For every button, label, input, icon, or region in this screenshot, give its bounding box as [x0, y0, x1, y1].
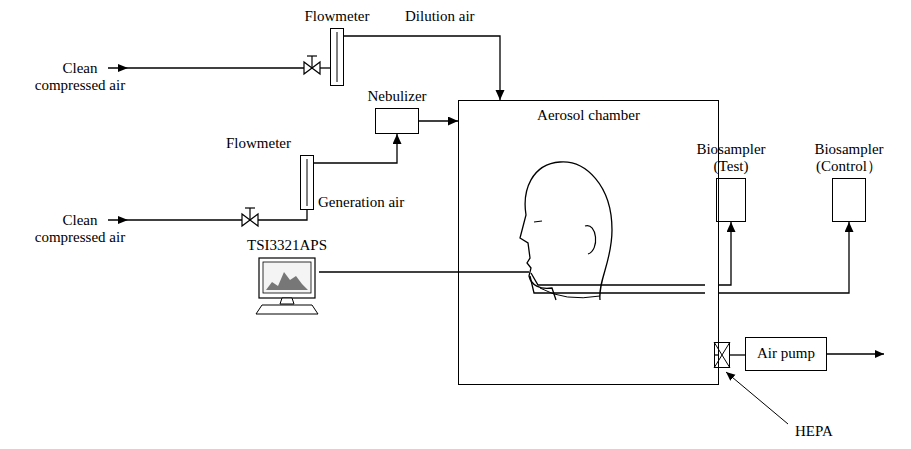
computer-screen — [263, 262, 311, 293]
head-profile — [520, 162, 612, 300]
node-label: HEPA — [795, 423, 833, 440]
biosampler: Biosampler (Control） — [832, 178, 866, 222]
exhaust-arrow — [827, 353, 884, 354]
nebulizer: Nebulizer — [375, 108, 419, 134]
air-pipe — [320, 67, 330, 68]
flowmeter-tube — [307, 159, 308, 206]
valve-stem — [311, 56, 312, 68]
air-pipe — [319, 271, 458, 272]
valve-stem — [249, 208, 250, 220]
flow-arrow — [118, 216, 128, 224]
ear — [585, 226, 596, 254]
leader-arrow — [726, 372, 788, 424]
hepa-filter: HEPA — [714, 342, 730, 368]
air-pipe — [419, 120, 458, 121]
flowmeter: Flowmeter — [330, 28, 344, 86]
node-label: Biosampler (Control） — [806, 141, 892, 176]
eye — [534, 221, 542, 222]
node-label: Flowmeter — [305, 8, 370, 25]
node-label: Air pump — [757, 345, 815, 362]
sampling-tube — [531, 273, 705, 285]
valve-handle — [307, 55, 317, 56]
keyboard — [256, 305, 318, 314]
screen-chart — [266, 272, 308, 290]
node-label: TSI3321APS — [247, 237, 327, 254]
air-pipe — [258, 210, 307, 220]
node-label: Biosampler (Test) — [688, 141, 774, 176]
filter-cross — [714, 342, 730, 368]
air-pump: Air pump — [745, 337, 827, 371]
air-pipe — [108, 67, 304, 68]
air-pipe — [719, 222, 731, 285]
filter-cross — [714, 342, 730, 368]
monitor-stand — [280, 298, 294, 304]
sampling-tube — [458, 271, 529, 272]
pipe-label: Dilution air — [405, 8, 475, 25]
computer-monitor — [259, 258, 315, 298]
inlet-label: Clean compressed air — [30, 212, 130, 247]
node-label: Aerosol chamber — [459, 101, 718, 124]
analyzer-computer: TSI3321APS — [255, 258, 319, 314]
air-pipe — [730, 354, 745, 355]
flow-arrow — [118, 64, 128, 72]
flowmeter: Flowmeter — [300, 155, 314, 210]
air-pipe — [719, 222, 849, 293]
node-label: Nebulizer — [367, 88, 426, 105]
sampling-tube — [530, 276, 705, 293]
aerosol-chamber: Aerosol chamber — [458, 100, 719, 385]
air-pipe — [314, 134, 397, 163]
pipe-label: Generation air — [318, 194, 404, 211]
inlet-label: Clean compressed air — [30, 60, 130, 95]
node-label: Flowmeter — [226, 135, 291, 152]
valve-handle — [245, 207, 255, 208]
flowmeter-tube — [337, 32, 338, 82]
air-pipe — [108, 219, 242, 220]
biosampler: Biosampler (Test) — [716, 178, 746, 222]
